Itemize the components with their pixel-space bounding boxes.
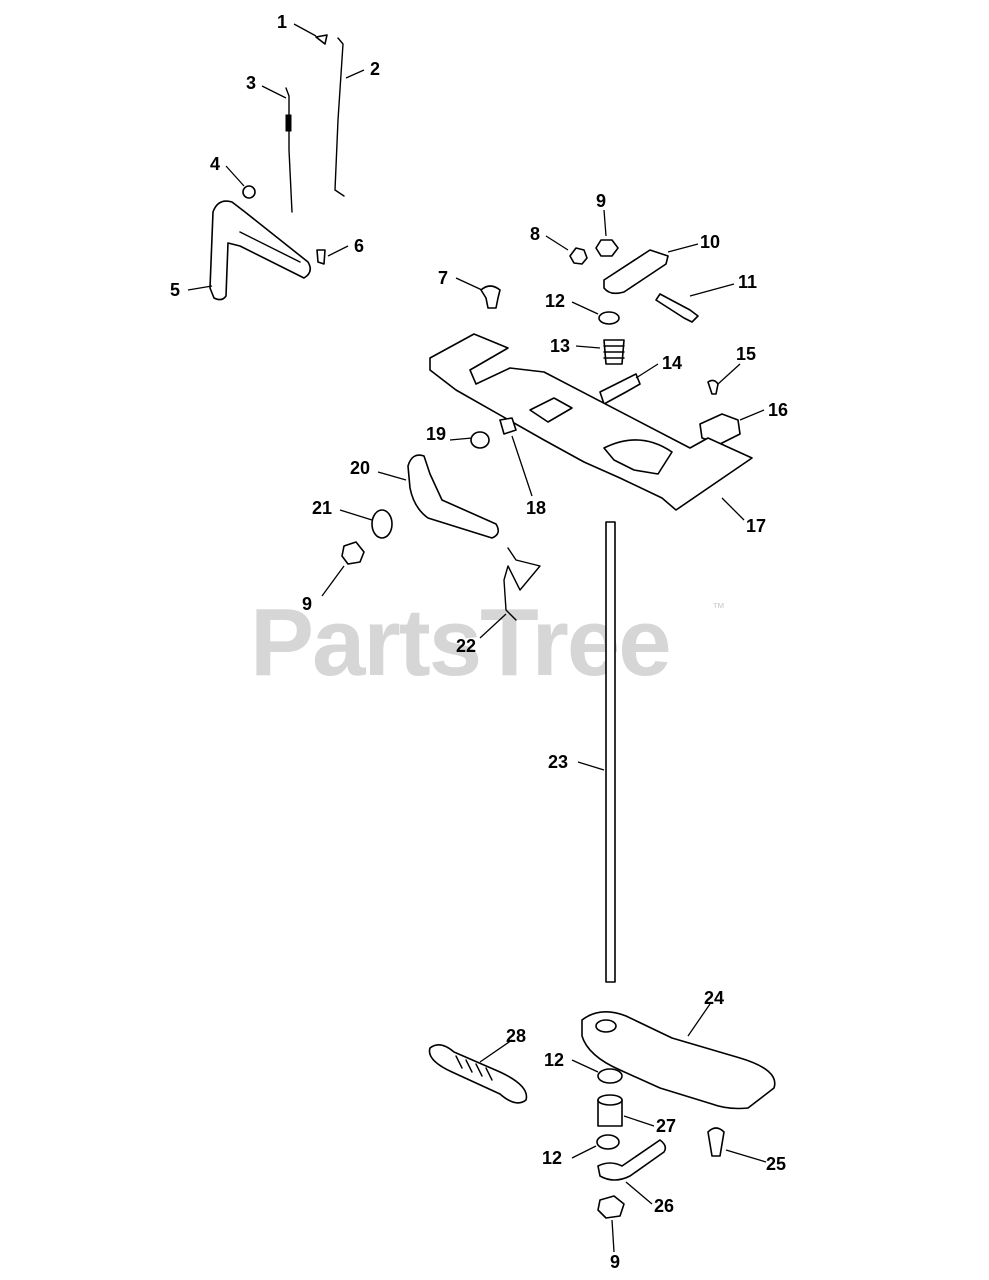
part-12-washer-top[interactable] [598, 311, 620, 325]
part-5-lever-slot [239, 231, 301, 263]
part-11-bolt[interactable] [655, 293, 699, 323]
part-13-spring-coil [603, 345, 625, 359]
part-16-clamp[interactable] [699, 413, 741, 445]
callout-18: 18 [526, 498, 546, 518]
callout-24: 24 [704, 988, 724, 1008]
callout-26: 26 [654, 1196, 674, 1216]
callout-14: 14 [662, 353, 682, 373]
watermark: PartsTree ™ [250, 589, 725, 696]
callout-3: 3 [246, 73, 256, 93]
part-22-wire-link[interactable] [503, 547, 541, 621]
part-28-spring[interactable] [428, 1044, 528, 1104]
callout-2: 2 [370, 59, 380, 79]
callout-17: 17 [746, 516, 766, 536]
callout-9-mid: 9 [302, 594, 312, 614]
callout-21: 21 [312, 498, 332, 518]
part-2-rod[interactable] [334, 37, 345, 197]
callout-23: 23 [548, 752, 568, 772]
callouts: 1 2 3 4 5 6 7 8 9 10 11 12 13 14 15 16 1… [170, 12, 788, 1272]
part-4-nut[interactable] [242, 185, 256, 199]
part-17-bracket[interactable] [429, 333, 753, 511]
part-6-clip[interactable] [316, 249, 326, 265]
callout-9-bottom: 9 [610, 1252, 620, 1272]
callout-12-bottom: 12 [542, 1148, 562, 1168]
leader-lines [187, 23, 767, 1253]
callout-22: 22 [456, 636, 476, 656]
part-10-link[interactable] [603, 249, 669, 295]
callout-9-top: 9 [596, 191, 606, 211]
part-21-washer[interactable] [371, 509, 393, 539]
part-3-spring-coil [285, 114, 292, 132]
callout-12-lower: 12 [544, 1050, 564, 1070]
part-14-stud[interactable] [599, 373, 641, 405]
callout-19: 19 [426, 424, 446, 444]
part-26-lever[interactable] [597, 1139, 667, 1181]
callout-16: 16 [768, 400, 788, 420]
callout-8: 8 [530, 224, 540, 244]
part-17-bracket-slot [529, 397, 573, 423]
callout-11: 11 [738, 272, 757, 292]
part-25-screw[interactable] [707, 1127, 725, 1157]
callout-27: 27 [656, 1116, 676, 1136]
watermark-text: PartsTree [250, 589, 670, 696]
callout-6: 6 [354, 236, 364, 256]
callout-28: 28 [506, 1026, 526, 1046]
callout-10: 10 [700, 232, 720, 252]
part-20-arm[interactable] [407, 454, 500, 539]
callout-12-top: 12 [545, 291, 565, 311]
callout-7: 7 [438, 268, 448, 288]
part-9-nut-top[interactable] [595, 239, 619, 257]
callout-1: 1 [277, 12, 287, 32]
callout-15: 15 [736, 344, 756, 364]
callout-5: 5 [170, 280, 180, 300]
part-9-nut-mid[interactable] [341, 541, 365, 565]
callout-4: 4 [210, 154, 220, 174]
part-8-nut[interactable] [569, 247, 588, 265]
part-1-clip[interactable] [315, 34, 328, 45]
part-19-washer[interactable] [470, 431, 490, 449]
part-5-lever[interactable] [209, 200, 312, 301]
part-27-spacer-top [597, 1094, 623, 1106]
callout-13: 13 [550, 336, 570, 356]
callout-25: 25 [766, 1154, 786, 1174]
part-12-washer-lower[interactable] [597, 1068, 623, 1084]
part-3-spring-rod[interactable] [285, 87, 293, 213]
callout-20: 20 [350, 458, 370, 478]
part-24-plate-hole [595, 1019, 617, 1033]
part-23-rod[interactable] [605, 521, 616, 983]
part-7-screw[interactable] [480, 285, 501, 309]
part-28-spring-coil [455, 1055, 493, 1081]
watermark-trademark: ™ [712, 600, 725, 615]
part-9-nut-bottom[interactable] [597, 1195, 625, 1219]
part-17-bracket-sector [603, 439, 673, 475]
part-12-washer-bottom[interactable] [596, 1134, 620, 1150]
part-18-bushing[interactable] [499, 417, 517, 435]
part-15-screw[interactable] [707, 379, 719, 395]
part-24-plate[interactable] [581, 1011, 776, 1110]
